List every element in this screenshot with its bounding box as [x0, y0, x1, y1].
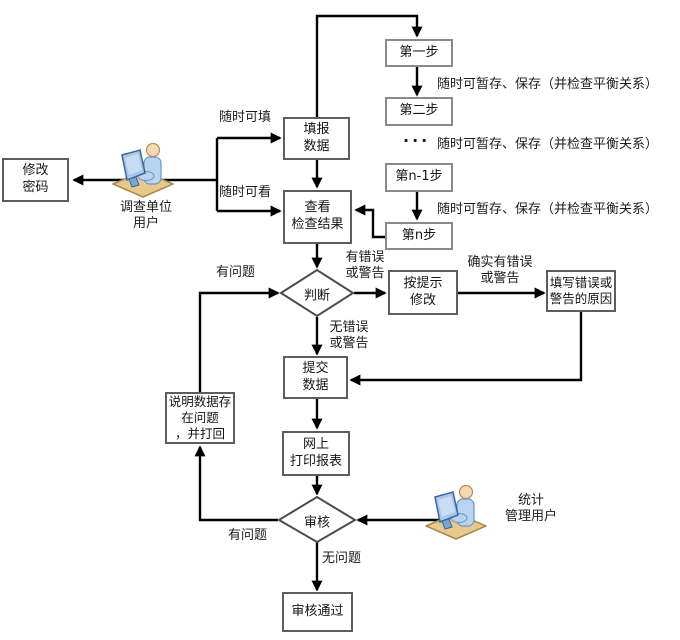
- node-modify-password: 修改 密码: [2, 158, 69, 202]
- steps-ellipsis: ···: [403, 131, 431, 150]
- edge-label-has-error: 有错误 或警告: [345, 250, 385, 282]
- audit-diamond: [277, 495, 357, 544]
- edge-label-has-problem-judge: 有问题: [216, 265, 256, 280]
- node-step-n1: 第n-1步: [385, 163, 453, 192]
- audit-diamond-label: 审核: [303, 515, 331, 531]
- node-fill-data: 填报 数据: [283, 117, 350, 160]
- node-modify-per-prompt: 按提示 修改: [388, 270, 458, 315]
- edge-reason-to-submit: [349, 312, 583, 386]
- person-at-computer-icon: [424, 484, 488, 540]
- edge-label-has-problem-audit: 有问题: [228, 528, 268, 543]
- edge-label-anytime-fill: 随时可填: [219, 110, 272, 125]
- judge-diamond-label: 判断: [303, 288, 331, 304]
- survey-unit-user-icon: [111, 140, 175, 198]
- judge-diamond: [279, 268, 355, 318]
- node-step-2: 第二步: [385, 97, 453, 126]
- survey-unit-user-label: 调查单位 用户: [119, 200, 172, 232]
- stats-admin-user-icon: [424, 482, 488, 540]
- edge-label-no-error: 无错误 或警告: [329, 320, 369, 352]
- edge-filldata-to-step1: [315, 14, 423, 117]
- node-fill-error-reason: 填写错误或 警告的原因: [546, 270, 616, 312]
- edge-label-confirm-error: 确实有错误 或警告: [467, 255, 533, 287]
- node-explain-and-return: 说明数据存 在问题 ，并打回: [165, 392, 235, 444]
- edge-explain-to-judge: [198, 287, 280, 392]
- node-view-results: 查看 检查结果: [283, 190, 352, 244]
- node-audit-passed: 审核通过: [282, 592, 353, 632]
- edge-label-anytime-view: 随时可看: [219, 185, 272, 200]
- edge-stepn-to-viewresults: [354, 204, 385, 239]
- edge-audit-to-explain: [194, 445, 278, 522]
- edge-label-save-note-1: 随时可暂存、保存（并检查平衡关系）: [437, 77, 659, 92]
- node-print-report: 网上 打印报表: [282, 431, 350, 476]
- person-at-computer-icon: [111, 142, 175, 198]
- edge-label-save-note-2: 随时可暂存、保存（并检查平衡关系）: [437, 137, 659, 152]
- edge-label-save-note-3: 随时可暂存、保存（并检查平衡关系）: [437, 202, 659, 217]
- node-submit-data: 提交 数据: [283, 356, 348, 399]
- stats-admin-user-label: 统计 管理用户: [504, 493, 557, 525]
- edge-label-no-problem: 无问题: [322, 551, 362, 566]
- node-step-1: 第一步: [385, 39, 453, 67]
- node-step-n: 第n步: [385, 222, 453, 250]
